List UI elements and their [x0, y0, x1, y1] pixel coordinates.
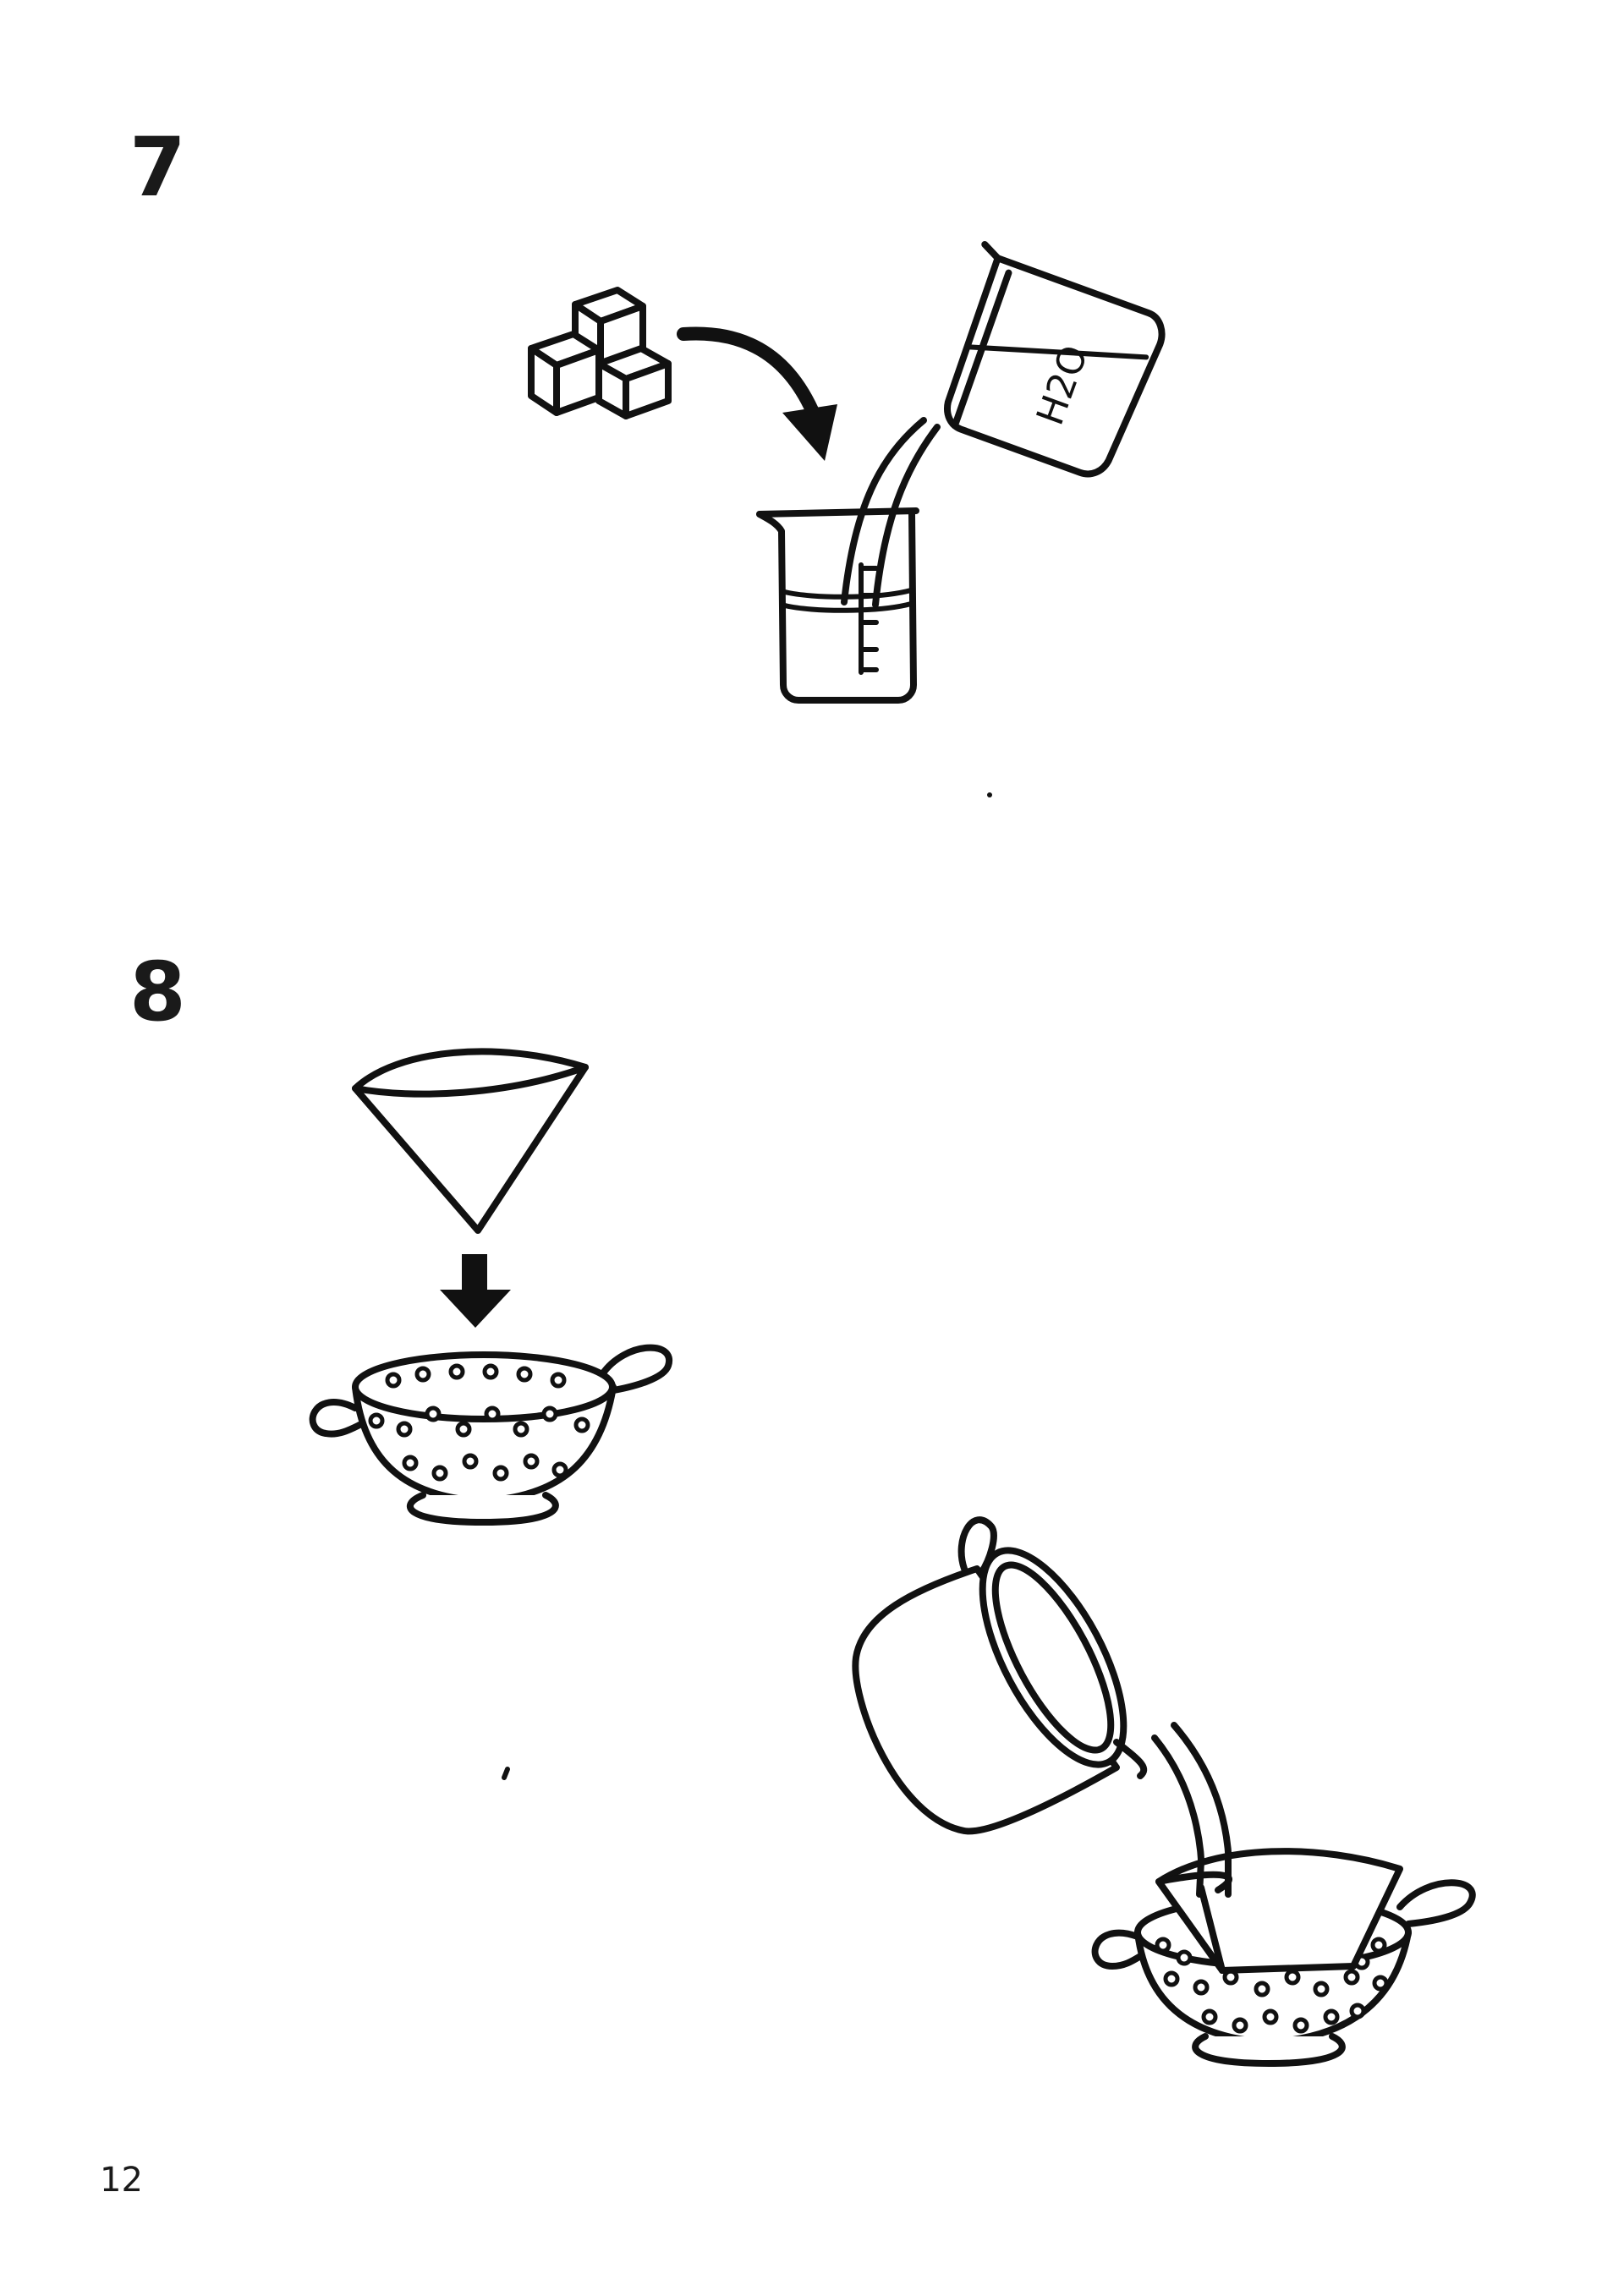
- step-number-8: 8: [129, 945, 186, 1039]
- colander-holes: [368, 1363, 590, 1482]
- sugar-cubes-icon: [528, 287, 672, 419]
- curved-arrow-icon: [677, 326, 837, 461]
- water-stream-icon: [841, 417, 941, 608]
- colander-with-filter-icon: [1091, 1848, 1476, 2067]
- filter-cone-icon: [352, 1048, 589, 1234]
- beaker-icon: [756, 507, 919, 704]
- step7-illustration: H2O: [528, 241, 1166, 797]
- page-number: 12: [100, 2161, 143, 2200]
- stray-dot: [987, 792, 992, 797]
- colander-icon: [309, 1344, 673, 1526]
- colander2-holes: [1155, 1937, 1389, 2034]
- measuring-jug-icon: H2O: [944, 241, 1166, 478]
- step8-illustration: [309, 1048, 1476, 2067]
- down-arrow-icon: [440, 1254, 511, 1328]
- stray-mark: [502, 1767, 510, 1780]
- step-number-7: 7: [129, 120, 186, 215]
- pot-icon: [852, 1516, 1148, 1835]
